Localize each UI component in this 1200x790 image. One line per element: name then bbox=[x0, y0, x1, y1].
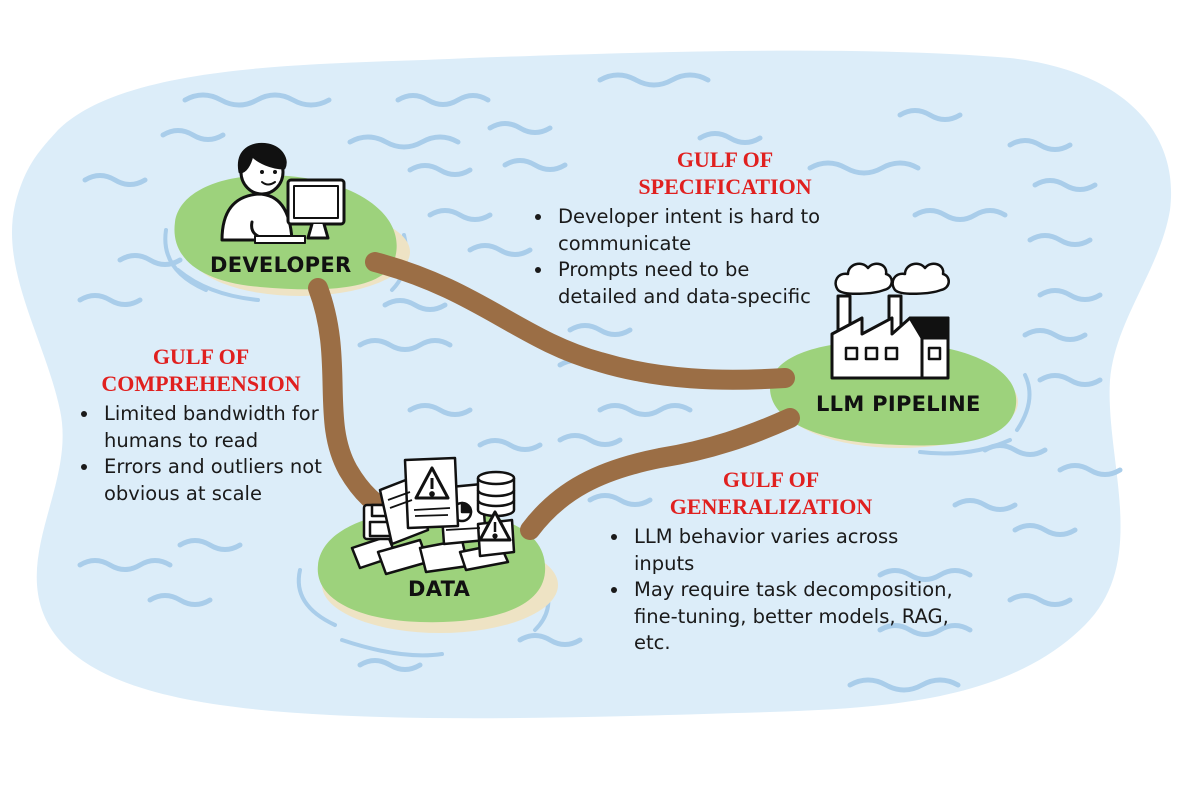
factory-icon bbox=[830, 262, 950, 380]
llm-pipeline-label: LLM PIPELINE bbox=[816, 392, 981, 416]
list-item: May require task decomposition, fine-tun… bbox=[630, 577, 960, 657]
gulf-of-specification: GULF OF SPECIFICATION Developer intent i… bbox=[530, 146, 840, 310]
gulf-of-comprehension: GULF OF COMPREHENSION Limited bandwidth … bbox=[76, 343, 346, 507]
developer-icon bbox=[220, 142, 346, 244]
list-item: Errors and outliers not obvious at scale bbox=[100, 454, 350, 507]
gulf-of-generalization-bullets: LLM behavior varies across inputs May re… bbox=[606, 524, 960, 657]
data-label: DATA bbox=[408, 577, 471, 601]
gulf-of-generalization: GULF OF GENERALIZATION LLM behavior vari… bbox=[606, 466, 956, 657]
path-developer-llm bbox=[365, 252, 795, 390]
path-developer-data bbox=[308, 278, 400, 522]
list-item: Developer intent is hard to communicate bbox=[554, 204, 824, 257]
list-item: LLM behavior varies across inputs bbox=[630, 524, 960, 577]
connecting-paths bbox=[308, 252, 800, 540]
waves bbox=[77, 72, 1123, 693]
gulf-of-comprehension-bullets: Limited bandwidth for humans to read Err… bbox=[76, 401, 350, 507]
gulf-of-comprehension-title: GULF OF COMPREHENSION bbox=[101, 344, 301, 396]
data-pile-icon bbox=[350, 456, 516, 576]
path-data-llm bbox=[520, 408, 800, 540]
gulf-of-specification-bullets: Developer intent is hard to communicate … bbox=[530, 204, 824, 310]
list-item: Prompts need to be detailed and data-spe… bbox=[554, 257, 824, 310]
developer-label: DEVELOPER bbox=[210, 253, 352, 277]
gulf-of-specification-title: GULF OF SPECIFICATION bbox=[638, 147, 812, 199]
list-item: Limited bandwidth for humans to read bbox=[100, 401, 350, 454]
gulf-of-generalization-title: GULF OF GENERALIZATION bbox=[669, 467, 873, 519]
